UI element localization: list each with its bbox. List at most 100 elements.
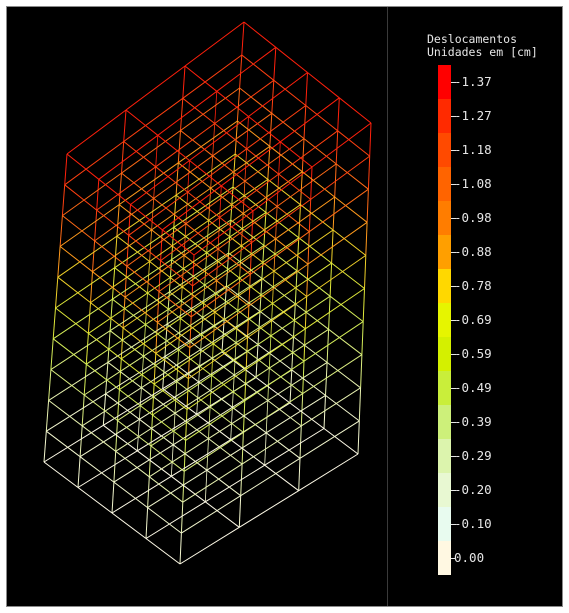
legend-swatch	[438, 473, 451, 507]
structure-beam	[77, 487, 113, 514]
structure-column	[52, 307, 56, 339]
structure-beam	[244, 360, 305, 402]
structure-beam	[66, 109, 127, 155]
structure-beam	[158, 248, 219, 292]
structure-beam	[264, 428, 325, 466]
structure-beam	[239, 237, 300, 279]
structure-beam	[270, 335, 305, 362]
structure-column	[55, 277, 59, 309]
structure-beam	[205, 464, 265, 503]
structure-beam	[228, 252, 263, 279]
structure-column	[182, 471, 185, 503]
structure-column	[247, 305, 250, 338]
structure-column	[216, 248, 219, 281]
structure-column	[136, 419, 140, 451]
structure-beam	[147, 292, 181, 319]
structure-beam	[113, 444, 174, 483]
structure-beam	[250, 231, 310, 275]
structure-beam	[187, 191, 221, 218]
legend-value-label: -0.59	[454, 346, 492, 361]
structure-column	[237, 278, 240, 311]
structure-beam	[298, 237, 332, 264]
structure-column	[289, 369, 293, 404]
structure-beam	[178, 120, 238, 164]
structure-beam	[164, 356, 200, 383]
structure-beam	[160, 260, 193, 287]
model-viewport[interactable]	[7, 7, 387, 606]
structure-beam	[237, 120, 271, 147]
structure-beam	[221, 141, 281, 187]
structure-beam	[112, 298, 146, 325]
structure-column	[334, 163, 337, 198]
structure-beam	[196, 413, 231, 441]
legend-swatch	[438, 507, 451, 541]
structure-beam	[125, 109, 159, 136]
structure-wireframe[interactable]	[7, 7, 387, 606]
structure-column	[145, 507, 149, 539]
structure-column	[173, 195, 177, 228]
structure-beam	[48, 361, 109, 401]
structure-column	[275, 206, 278, 239]
structure-beam	[149, 261, 183, 288]
structure-column	[121, 141, 125, 174]
structure-beam	[57, 276, 91, 303]
structure-column	[323, 395, 326, 429]
structure-beam	[172, 444, 208, 471]
structure-beam	[157, 322, 191, 349]
structure-beam	[272, 303, 306, 330]
structure-column	[214, 91, 218, 124]
structure-beam	[235, 342, 270, 369]
structure-beam	[172, 406, 233, 446]
structure-column	[192, 254, 195, 286]
structure-column	[230, 186, 234, 221]
structure-beam	[280, 97, 340, 143]
legend-tick	[451, 286, 456, 287]
structure-column	[360, 354, 363, 388]
structure-column	[166, 291, 170, 325]
structure-column	[174, 381, 178, 414]
legend-value-label: -0.20	[454, 482, 492, 497]
structure-beam	[305, 105, 339, 132]
legend-swatch	[438, 337, 451, 371]
structure-beam	[182, 97, 216, 124]
structure-beam	[208, 400, 269, 440]
structure-column	[87, 302, 91, 334]
structure-beam	[43, 424, 104, 463]
legend-value-label: -1.37	[454, 74, 492, 89]
structure-beam	[62, 172, 122, 217]
structure-beam	[88, 333, 122, 360]
structure-beam	[150, 406, 211, 447]
structure-beam	[111, 475, 172, 514]
structure-beam	[300, 204, 334, 231]
structure-beam	[206, 469, 242, 497]
structure-beam	[241, 54, 275, 81]
structure-beam	[265, 394, 326, 434]
structure-beam	[233, 374, 269, 401]
structure-beam	[187, 148, 247, 193]
structure-column	[114, 236, 118, 268]
structure-column	[278, 141, 281, 175]
structure-column	[366, 189, 369, 223]
structure-beam	[237, 310, 272, 337]
structure-column	[162, 356, 166, 389]
structure-beam	[81, 425, 117, 452]
structure-beam	[267, 400, 302, 427]
structure-beam	[301, 387, 361, 427]
structure-beam	[241, 425, 302, 465]
structure-column	[105, 362, 109, 394]
legend-title: Deslocamentos Unidades em [cm]	[427, 33, 538, 59]
structure-beam	[124, 254, 185, 298]
legend-value-label: 0.00	[454, 550, 485, 565]
structure-beam	[145, 324, 179, 351]
structure-beam	[263, 245, 298, 272]
legend-tick	[451, 490, 456, 491]
legend-swatch	[438, 235, 451, 269]
structure-beam	[147, 469, 208, 509]
structure-beam	[188, 337, 248, 380]
structure-column	[152, 384, 155, 416]
structure-beam	[209, 406, 244, 433]
legend-tick	[451, 82, 456, 83]
structure-column	[59, 215, 63, 247]
structure-beam	[109, 330, 144, 357]
structure-beam	[307, 221, 368, 265]
